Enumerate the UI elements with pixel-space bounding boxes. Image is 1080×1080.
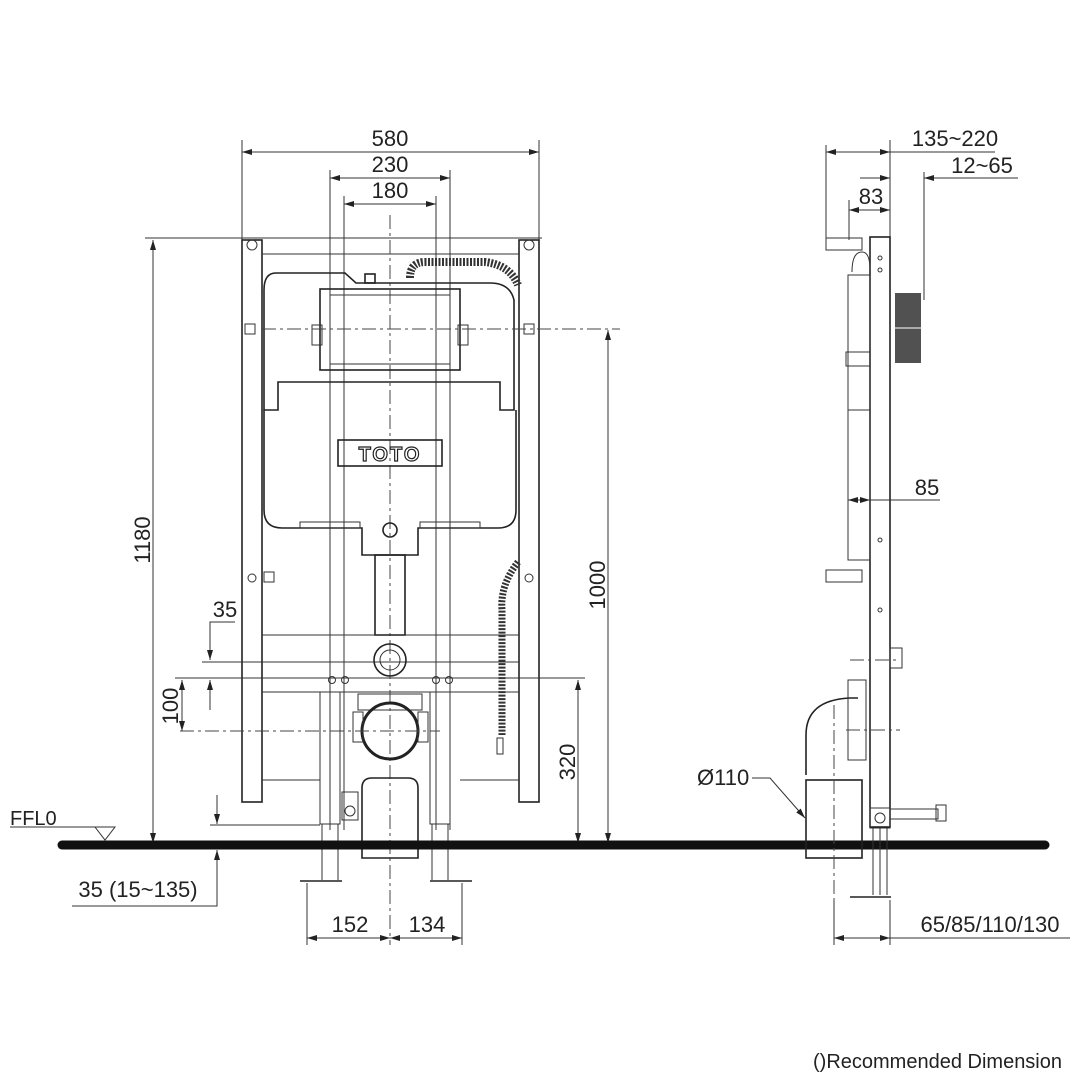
dim-pipe-diameter: Ø110	[697, 765, 806, 819]
dim-180: 180	[343, 178, 437, 830]
dim-65-130: 65/85/110/130	[833, 900, 1070, 945]
svg-text:83: 83	[859, 184, 883, 209]
svg-text:35: 35	[213, 597, 237, 622]
brand-plate	[337, 439, 443, 467]
svg-text:Ø110: Ø110	[697, 765, 749, 790]
dim-83: 83	[848, 184, 890, 240]
front-view: 580 230 180	[10, 126, 620, 945]
footnote: ()Recommended Dimension	[813, 1051, 1062, 1073]
brand-label: TOTO	[359, 444, 422, 466]
drain-connector	[180, 691, 472, 882]
svg-text:135~220: 135~220	[912, 126, 998, 151]
cistern: TOTO	[262, 258, 620, 755]
frame	[145, 237, 542, 803]
dim-580: 580	[241, 126, 540, 240]
svg-text:65/85/110/130: 65/85/110/130	[920, 912, 1059, 937]
dim-1180: 1180	[130, 240, 156, 843]
dim-35-top: 35	[202, 597, 320, 710]
svg-text:FFL0: FFL0	[10, 808, 57, 830]
dim-135-220: 135~220	[825, 126, 998, 240]
svg-text:134: 134	[409, 912, 446, 937]
svg-text:152: 152	[332, 912, 369, 937]
dim-1000: 1000	[585, 330, 611, 843]
svg-text:1000: 1000	[585, 561, 610, 610]
svg-text:180: 180	[372, 178, 409, 203]
svg-text:1180: 1180	[130, 516, 155, 563]
flush-pipe	[175, 554, 585, 693]
svg-text:230: 230	[372, 152, 409, 177]
dim-100: 100	[158, 680, 185, 731]
side-view: 135~220 12~65 83	[697, 126, 1070, 945]
svg-text:85: 85	[915, 475, 939, 500]
dim-152-134: 152 134	[306, 883, 463, 945]
dim-35-floor: 35 (15~135)	[72, 795, 320, 907]
floor-level-marker: FFL0	[10, 808, 117, 841]
dim-12-65: 12~65	[860, 153, 1018, 300]
svg-text:580: 580	[372, 126, 409, 151]
svg-text:12~65: 12~65	[951, 153, 1013, 178]
side-frame: 85	[805, 236, 947, 945]
svg-text:35 (15~135): 35 (15~135)	[78, 877, 197, 902]
dim-320: 320	[555, 680, 581, 843]
svg-text:100: 100	[158, 688, 183, 725]
svg-text:320: 320	[555, 744, 580, 781]
